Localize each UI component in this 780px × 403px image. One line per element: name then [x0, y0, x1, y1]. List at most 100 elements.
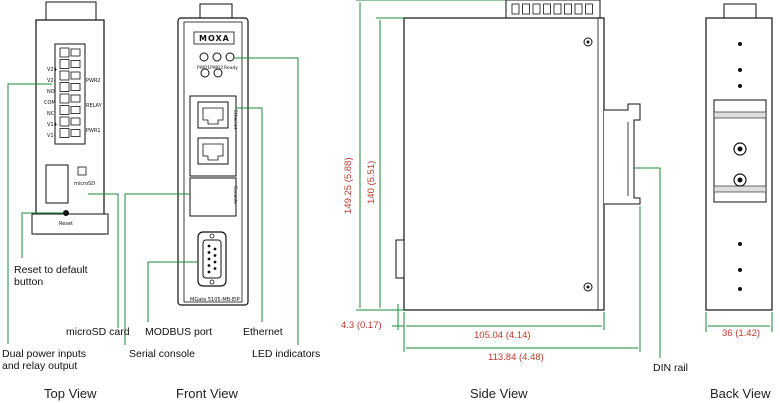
db9-pin-b2 [213, 254, 217, 257]
callout-dual-power: Dual power inputs and relay output [2, 348, 87, 372]
callout-ethernet: Ethernet [243, 326, 283, 338]
db9-pin-a4 [207, 264, 211, 267]
db9-pin-b3 [213, 260, 217, 264]
callout-serial: Serial console [129, 348, 195, 360]
side-terminal-8 [585, 3, 593, 15]
side-screw-bottom-center [586, 285, 590, 289]
side-view-device [395, 0, 641, 311]
led-pwr2-label: PWR2 [210, 66, 224, 71]
callout-line-ethernet [236, 107, 263, 322]
serial-console-frame [189, 177, 237, 217]
side-terminal-1 [511, 3, 520, 15]
back-hole-4 [738, 242, 742, 246]
callout-reset: Reset to default button [14, 264, 88, 288]
dim-offset-label: 4.3 (0.17) [341, 320, 382, 331]
top-view-label: Top View [44, 386, 97, 401]
callout-line-led [234, 57, 299, 345]
led-pwr1-label: PWR1 [197, 66, 211, 71]
reset-device-label: Reset [59, 221, 73, 227]
terminal-slot-6 [70, 106, 81, 114]
db9-inner [202, 239, 222, 279]
callout-led: LED indicators [252, 348, 321, 360]
terminal-screw-6 [59, 105, 70, 115]
callout-line-serial [124, 193, 190, 345]
back-hole-3 [738, 84, 742, 88]
terminal-pwr2-label: PWR2 [86, 78, 101, 84]
back-view-device [705, 3, 773, 311]
terminal-slot-3 [70, 71, 81, 80]
terminal-screw-3 [59, 70, 70, 81]
microsd-indicator [77, 166, 87, 176]
terminal-screw-1 [59, 47, 70, 58]
front-view-label: Front View [176, 386, 238, 401]
db9-pin-a2 [207, 251, 211, 254]
back-hole-6 [738, 287, 742, 291]
microsd-slot [45, 164, 69, 204]
terminal-slot-4 [70, 83, 81, 91]
back-screw-upper-center [737, 146, 743, 152]
callout-line-dual-power [7, 83, 52, 344]
back-screw-lower-center [737, 177, 743, 183]
console-device-label: Console [232, 186, 237, 204]
terminal-slot-5 [70, 94, 81, 103]
terminal-slot-1 [70, 48, 81, 57]
dim-height-total-label: 149.25 (5.88) [343, 157, 354, 214]
din-rail-clip [604, 103, 641, 205]
callout-line-din [634, 167, 661, 358]
terminal-screw-8 [59, 128, 70, 138]
led-eth1 [200, 68, 210, 78]
term-nc: NC [47, 111, 55, 117]
led-pwr1 [199, 52, 209, 62]
dimension-lines [356, 0, 773, 352]
side-terminal-3 [532, 3, 541, 15]
db9-screw-bottom [209, 279, 215, 285]
side-terminal-5 [553, 3, 562, 15]
side-view-body [403, 17, 605, 311]
terminal-slot-2 [70, 60, 81, 68]
dim-depth-body-label: 105.04 (4.14) [474, 330, 531, 341]
callout-line-reset [21, 212, 63, 258]
microsd-device-label: microSD [74, 181, 96, 187]
callout-microsd: microSD card [66, 326, 130, 338]
back-din-plate-band-top [713, 111, 767, 119]
top-view-base [31, 213, 109, 235]
reset-button [63, 210, 69, 216]
db9-pin-b4 [213, 267, 217, 270]
term-no: NO [47, 89, 55, 95]
back-hole-1 [738, 42, 742, 46]
front-view-device [177, 3, 249, 306]
led-eth2 [213, 68, 223, 78]
back-hole-2 [738, 68, 742, 72]
dim-height-body-label: 140 (5.51) [366, 160, 377, 204]
terminal-relay-label: RELAY [86, 103, 102, 109]
led-ready [225, 52, 235, 62]
terminal-screw-5 [59, 93, 70, 104]
term-v1plus: V1+ [47, 122, 58, 128]
brand-plate [193, 31, 235, 45]
back-hole-5 [738, 268, 742, 272]
db9-screw-top [209, 233, 215, 239]
term-v2minus: V2- [47, 78, 56, 84]
model-label: MGate 5105-MB-EIP [190, 297, 240, 303]
back-view-label: Back View [710, 386, 771, 401]
callout-line-modbus [147, 261, 198, 322]
terminal-pwr1-label: PWR1 [86, 128, 101, 134]
back-view-connector [723, 3, 757, 19]
db9-pin-a5 [207, 270, 211, 274]
callout-modbus: MODBUS port [145, 326, 213, 338]
brand-logo-text: MOXA [199, 34, 230, 43]
term-v1minus: V1- [47, 133, 56, 139]
front-view-connector [199, 3, 233, 19]
terminal-slot-8 [70, 129, 81, 137]
top-view-device [31, 1, 109, 235]
rj45-socket-1 [202, 107, 224, 125]
side-terminal-4 [543, 3, 551, 15]
side-bottom-tab [395, 239, 405, 279]
side-terminal-6 [564, 3, 572, 15]
terminal-screw-2 [59, 59, 70, 69]
led-ready-label: Ready [224, 66, 238, 71]
callout-lines [7, 57, 661, 358]
callout-din: DIN rail [653, 362, 689, 374]
ethernet-device-label: Ethernet [232, 110, 237, 130]
terminal-screw-7 [59, 116, 70, 127]
